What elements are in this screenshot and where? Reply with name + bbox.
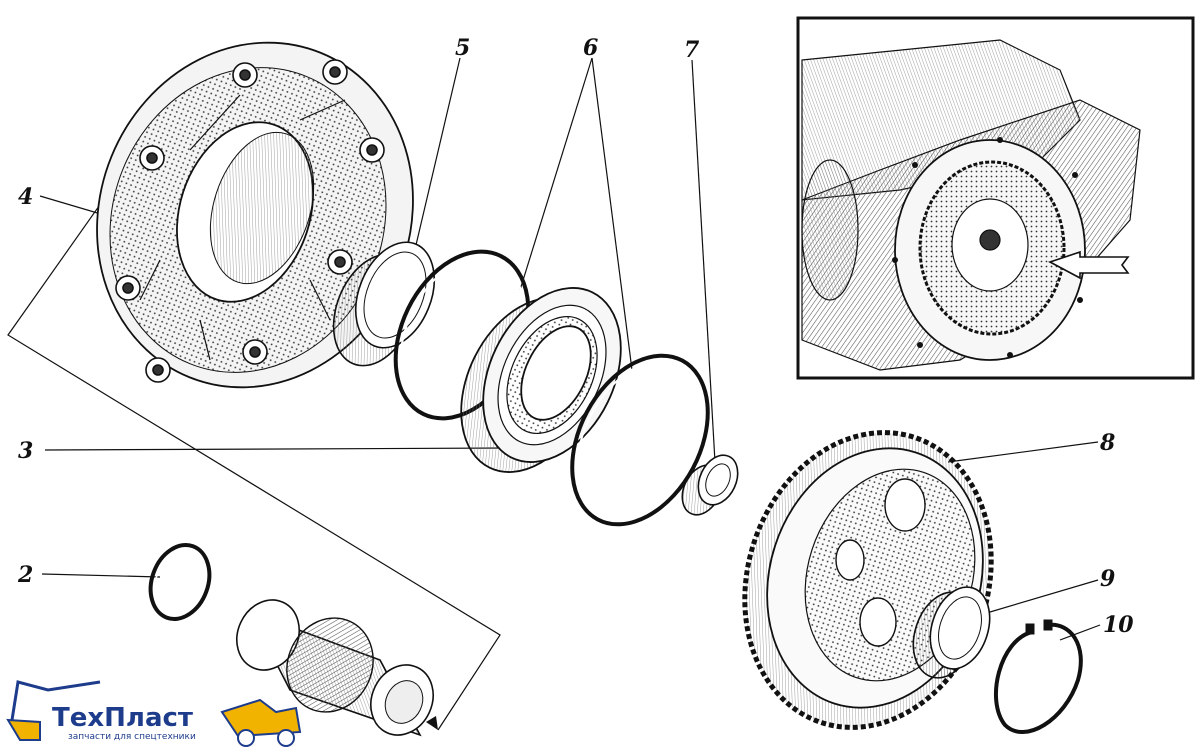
part-8-ring-gear	[742, 430, 994, 730]
callout-3: 3	[18, 438, 33, 464]
logo-name: ТехПласт	[52, 703, 193, 733]
leader-6a	[519, 57, 593, 291]
callout-4: 4	[18, 184, 33, 210]
callout-5: 5	[455, 35, 470, 61]
gear-holes	[835, 478, 926, 647]
part-7-bushing	[681, 454, 739, 516]
inset-arrow	[1047, 250, 1130, 280]
part-4-flange-housing	[96, 41, 414, 389]
part-2-o-ring	[148, 543, 212, 621]
callout-2: 2	[17, 562, 33, 588]
arrow-head-bottom	[426, 716, 438, 730]
brand-logo: ТехПласт запчасти для спецтехники	[6, 680, 302, 747]
loader-icon	[220, 698, 302, 747]
leader-5	[411, 57, 461, 263]
callout-6: 6	[583, 35, 598, 61]
excavator-icon	[6, 680, 101, 741]
leader-lines	[7, 57, 1101, 731]
inset-assembly-view	[796, 16, 1195, 380]
leader-2	[41, 573, 161, 578]
callout-labels: 2 3 4 5 6 7 8 9 10	[17, 35, 1134, 638]
callout-9: 9	[1100, 566, 1115, 592]
callout-8: 8	[1099, 430, 1115, 456]
splined-shaft	[236, 599, 434, 737]
part-3-ball-bearing	[460, 287, 622, 473]
logo-tagline: запчасти для спецтехники	[68, 732, 196, 742]
leader-7	[691, 59, 716, 463]
leader-9	[989, 579, 1099, 613]
leader-10	[1059, 624, 1101, 641]
leader-6b	[591, 57, 633, 371]
flange-ribs	[139, 94, 346, 361]
part-10-circlip	[994, 619, 1083, 734]
callout-7: 7	[684, 37, 700, 63]
part-6-snap-ring-lower	[570, 353, 710, 527]
part-5-sleeve	[332, 241, 436, 367]
part-9-bushing	[912, 586, 991, 679]
leader-8	[947, 441, 1099, 463]
callout-10: 10	[1103, 612, 1134, 638]
flange-bolt-holes	[115, 59, 385, 383]
leader-3	[44, 447, 511, 451]
inset-bolts	[892, 137, 1083, 358]
bracket-line	[7, 147, 501, 731]
